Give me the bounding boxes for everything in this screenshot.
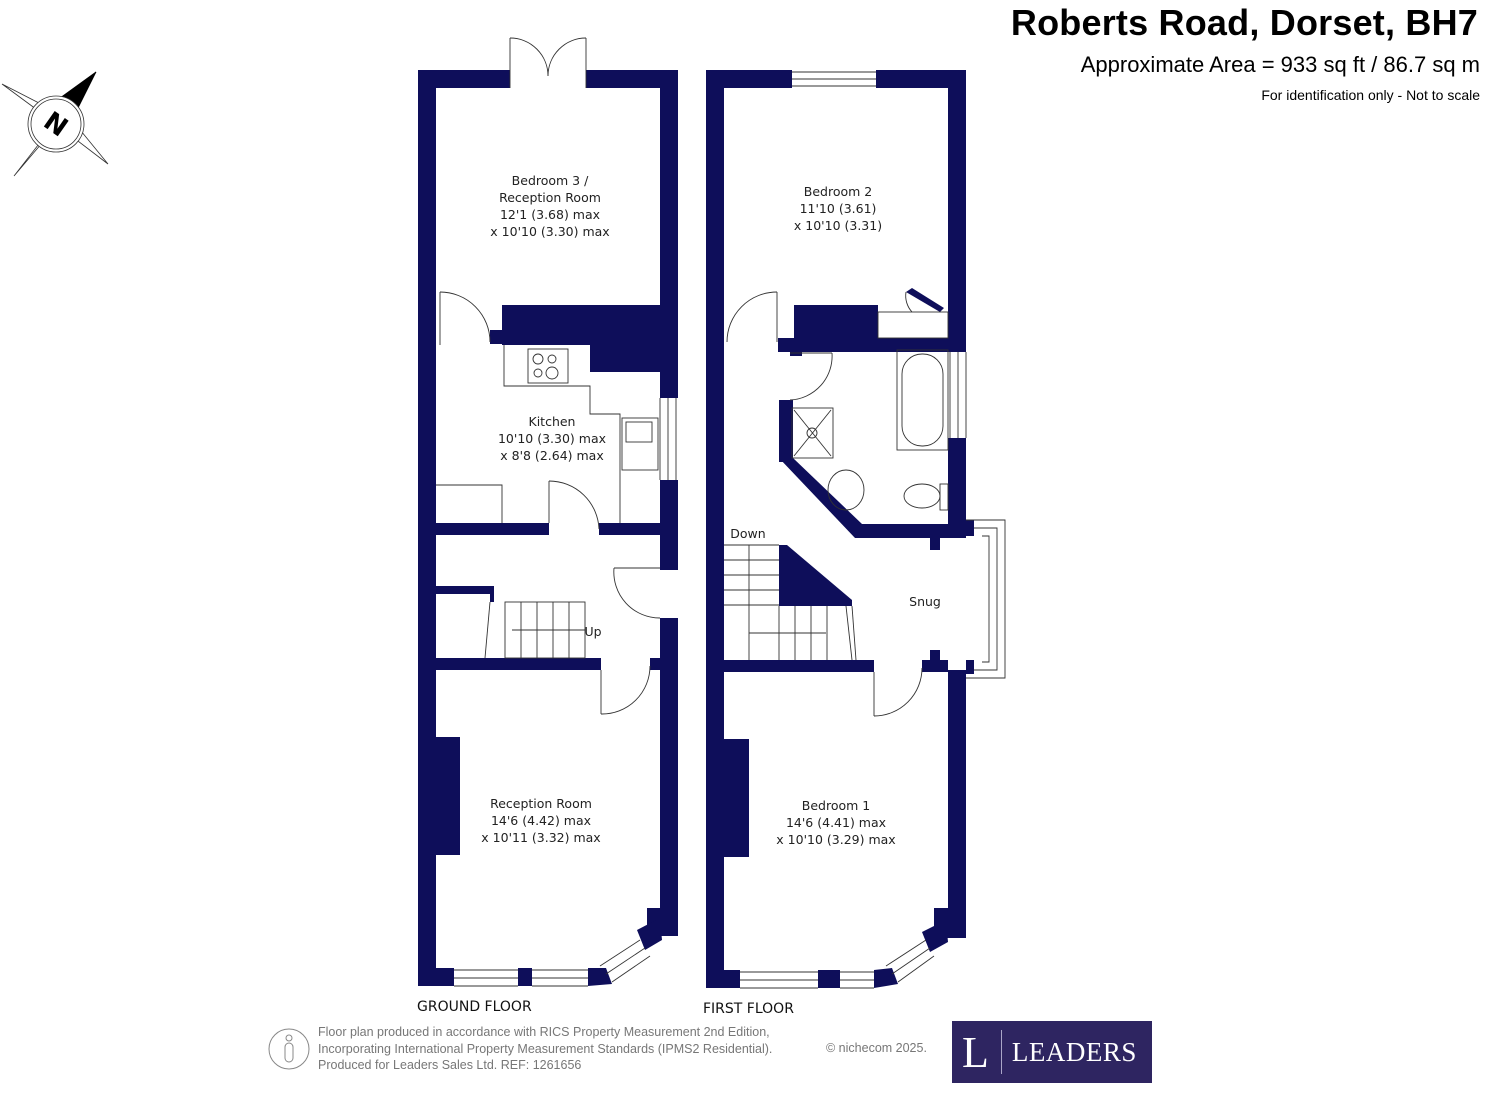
svg-text:x 10'10 (3.29) max: x 10'10 (3.29) max (776, 832, 895, 847)
svg-text:Reception Room: Reception Room (490, 796, 592, 811)
room-snug: Snug (909, 594, 941, 609)
ground-floor-plan (418, 70, 678, 986)
room-kitchen: Kitchen 10'10 (3.30) max x 8'8 (2.64) ma… (498, 414, 606, 463)
leaders-logo: L LEADERS (952, 1021, 1152, 1083)
room-bedroom-2: Bedroom 2 11'10 (3.61) x 10'10 (3.31) (794, 184, 882, 233)
footer-line-3: Produced for Leaders Sales Ltd. REF: 126… (318, 1058, 582, 1072)
first-floor-plan (706, 70, 974, 988)
first-floor-label: FIRST FLOOR (703, 1001, 794, 1017)
room-bedroom-3: Bedroom 3 / Reception Room 12'1 (3.68) m… (490, 173, 609, 239)
svg-text:Reception Room: Reception Room (499, 190, 601, 205)
svg-text:x 10'11 (3.32) max: x 10'11 (3.32) max (481, 830, 600, 845)
person-icon (268, 1028, 310, 1070)
footer-line-2: Incorporating International Property Mea… (318, 1041, 773, 1056)
approximate-area: Approximate Area = 933 sq ft / 86.7 sq m (1080, 52, 1480, 77)
ground-floor-lines (436, 37, 677, 987)
stairs-up-label: Up (584, 624, 601, 639)
ground-floor-label: GROUND FLOOR (417, 999, 532, 1015)
disclaimer: For identification only - Not to scale (1261, 87, 1480, 103)
logo-letter: L (962, 1027, 989, 1077)
svg-text:11'10 (3.61): 11'10 (3.61) (800, 201, 877, 216)
room-bedroom-1: Bedroom 1 14'6 (4.41) max x 10'10 (3.29)… (776, 798, 895, 847)
svg-text:14'6 (4.41) max: 14'6 (4.41) max (786, 815, 886, 830)
room-reception: Reception Room 14'6 (4.42) max x 10'11 (… (481, 796, 600, 845)
footer-notes: Floor plan produced in accordance with R… (318, 1024, 772, 1074)
first-floor-lines (724, 71, 1006, 989)
footer-line-1: Floor plan produced in accordance with R… (318, 1025, 770, 1039)
svg-text:Bedroom 1: Bedroom 1 (802, 798, 870, 813)
svg-text:x 10'10 (3.30) max: x 10'10 (3.30) max (490, 224, 609, 239)
svg-text:Bedroom 2: Bedroom 2 (804, 184, 872, 199)
svg-text:x 10'10 (3.31): x 10'10 (3.31) (794, 218, 882, 233)
svg-text:12'1 (3.68) max: 12'1 (3.68) max (500, 207, 600, 222)
logo-divider (1000, 1030, 1002, 1074)
svg-text:14'6 (4.42) max: 14'6 (4.42) max (491, 813, 591, 828)
stairs-down-label: Down (730, 526, 765, 541)
svg-text:Kitchen: Kitchen (529, 414, 576, 429)
copyright: © nichecom 2025. (826, 1041, 927, 1055)
svg-text:x 8'8 (2.64) max: x 8'8 (2.64) max (500, 448, 603, 463)
svg-text:10'10 (3.30) max: 10'10 (3.30) max (498, 431, 606, 446)
svg-text:Bedroom 3 /: Bedroom 3 / (512, 173, 589, 188)
compass-north-icon: N (1, 71, 109, 177)
logo-text: LEADERS (1011, 1036, 1137, 1067)
property-title: Roberts Road, Dorset, BH7 (1010, 2, 1478, 43)
